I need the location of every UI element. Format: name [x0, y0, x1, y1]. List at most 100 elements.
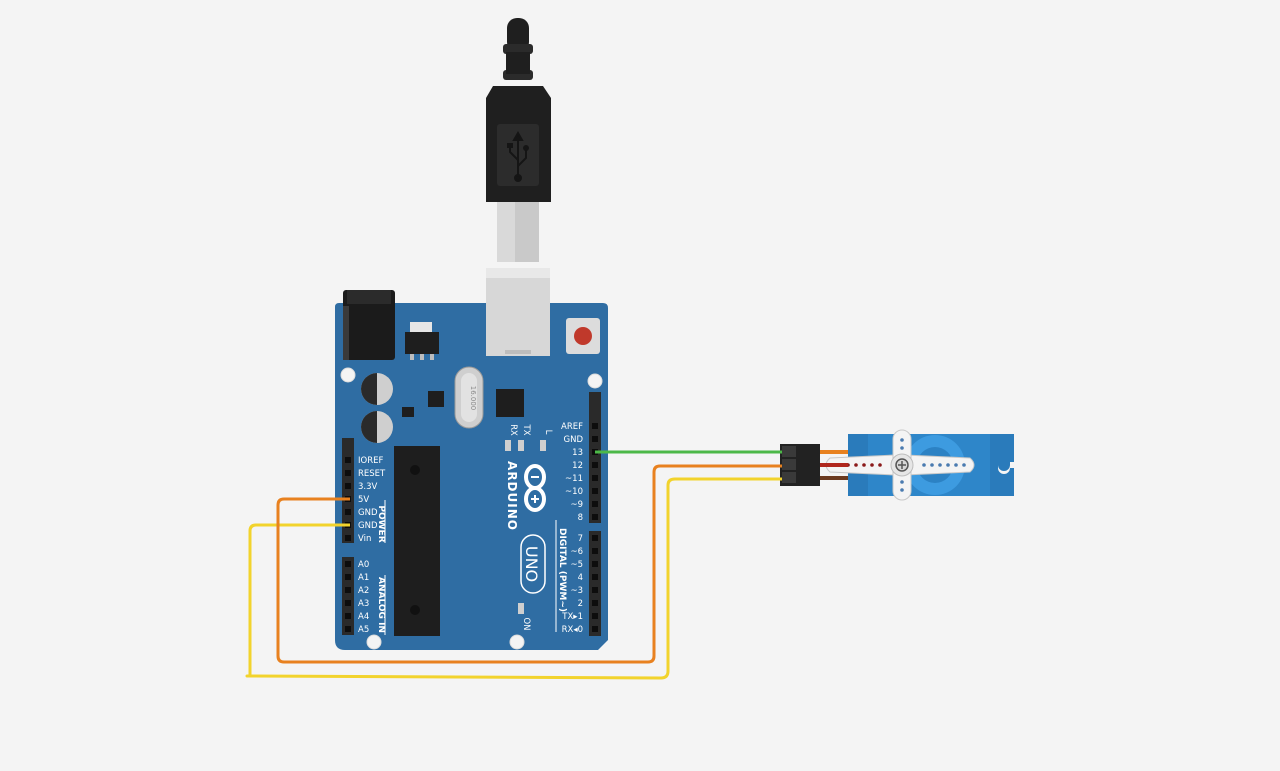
- board-model: UNO: [522, 546, 541, 582]
- horn-hole: [900, 488, 904, 492]
- mounting-hole: [587, 373, 603, 389]
- regulator-pin: [420, 354, 424, 360]
- digital-header-pin[interactable]: [592, 488, 598, 494]
- on-led: [518, 603, 524, 614]
- digital-header-pin-label: 2: [578, 599, 583, 609]
- power-header-pin-label: GND: [358, 521, 378, 531]
- small-chip: [428, 391, 444, 407]
- digital-header-pin[interactable]: [592, 548, 598, 554]
- usb-b-socket-top: [486, 268, 550, 278]
- tx-led-label: TX: [521, 423, 531, 435]
- power-header-pin[interactable]: [345, 470, 351, 476]
- reset-button-cap[interactable]: [574, 327, 592, 345]
- digital-header-pin[interactable]: [592, 613, 598, 619]
- usb-plug-metal-shade: [515, 202, 539, 262]
- board-brand: ARDUINO: [505, 461, 519, 531]
- regulator-pin: [410, 354, 414, 360]
- usb-b-socket: [486, 268, 550, 356]
- l-led: [540, 440, 546, 451]
- wire-power[interactable]: [276, 464, 782, 664]
- horn-hole: [900, 438, 904, 442]
- horn-hole: [878, 463, 882, 467]
- digital-header-pin-label: RX◂0: [562, 625, 583, 635]
- digital-header-pin-label: TX▸1: [561, 612, 583, 622]
- power-header-pin[interactable]: [345, 509, 351, 515]
- digital-header-pin[interactable]: [592, 561, 598, 567]
- power-header: [342, 438, 354, 543]
- servo-screw-icon: [895, 458, 909, 472]
- wire-ground[interactable]: [245, 477, 782, 680]
- digital-header-pin-label: 4: [578, 573, 583, 583]
- digital-header-pin-label: AREF: [561, 422, 583, 432]
- analog-header-title: ANALOG IN: [376, 577, 386, 633]
- arduino-uno-board[interactable]: 16.000 RX TX L ON ARDUINO UNO: [335, 268, 608, 650]
- dc-power-jack: [343, 290, 395, 360]
- on-led-label: ON: [521, 617, 531, 630]
- digital-header-pin[interactable]: [592, 423, 598, 429]
- digital-header-pin[interactable]: [592, 514, 598, 520]
- analog-header-pin[interactable]: [345, 587, 351, 593]
- digital-header-bottom: [589, 531, 601, 636]
- digital-header-pin[interactable]: [592, 600, 598, 606]
- power-header-pin-label: IOREF: [358, 456, 383, 466]
- usb-strain-relief: [507, 18, 529, 52]
- analog-header-pin[interactable]: [345, 600, 351, 606]
- voltage-regulator: [405, 332, 439, 354]
- atmega-chip: [394, 446, 440, 636]
- horn-hole: [870, 463, 874, 467]
- analog-header-pin[interactable]: [345, 626, 351, 632]
- small-transistor: [402, 407, 414, 417]
- analog-header: [342, 557, 354, 635]
- arduino-logo-icon: [524, 464, 546, 512]
- digital-header-pin[interactable]: [592, 574, 598, 580]
- digital-header-pin-label: ~5: [570, 560, 583, 570]
- digital-header-pin[interactable]: [592, 587, 598, 593]
- rx-led: [505, 440, 511, 451]
- power-header-pin[interactable]: [345, 535, 351, 541]
- usb-strain-ring: [503, 44, 533, 54]
- horn-hole: [900, 446, 904, 450]
- regulator-tab: [410, 322, 432, 332]
- mounting-hole: [340, 367, 356, 383]
- analog-header-pin[interactable]: [345, 574, 351, 580]
- digital-header-pin-label: ~9: [570, 500, 583, 510]
- l-led-label: L: [543, 430, 553, 435]
- mounting-hole: [509, 634, 525, 650]
- horn-hole: [938, 463, 942, 467]
- usb-cable[interactable]: [486, 18, 551, 262]
- capacitor: [361, 373, 393, 405]
- usb-symbol-icon: [507, 130, 529, 182]
- horn-hole: [954, 463, 958, 467]
- analog-header-pin-label: A2: [358, 586, 369, 596]
- digital-header-pin[interactable]: [592, 626, 598, 632]
- micro-servo[interactable]: [825, 429, 1016, 501]
- horn-hole: [946, 463, 950, 467]
- horn-hole: [854, 463, 858, 467]
- servo-mount-slot: [998, 462, 1016, 474]
- digital-header-pin[interactable]: [592, 436, 598, 442]
- digital-header-pin[interactable]: [592, 535, 598, 541]
- digital-header-pin-label: ~6: [570, 547, 583, 557]
- servo-connector[interactable]: [780, 444, 820, 486]
- digital-header-pin[interactable]: [592, 475, 598, 481]
- horn-hole: [930, 463, 934, 467]
- dc-power-jack-side: [343, 306, 349, 360]
- power-header-pin[interactable]: [345, 457, 351, 463]
- horn-hole: [862, 463, 866, 467]
- digital-header-pin-label: 13: [572, 448, 583, 458]
- digital-header-pin-label: ~3: [570, 586, 583, 596]
- usb-b-socket-lip: [505, 350, 531, 354]
- horn-hole: [922, 463, 926, 467]
- analog-header-pin-label: A3: [358, 599, 369, 609]
- analog-header-pin[interactable]: [345, 561, 351, 567]
- power-header-pin[interactable]: [345, 483, 351, 489]
- power-header-pin-label: Vin: [358, 534, 371, 544]
- analog-header-pin-label: A5: [358, 625, 369, 635]
- usb-strain-neck: [506, 52, 530, 74]
- digital-header-pin-label: 7: [578, 534, 583, 544]
- capacitor: [361, 411, 393, 443]
- digital-header-pin[interactable]: [592, 501, 598, 507]
- digital-header-pin[interactable]: [592, 462, 598, 468]
- analog-header-pin[interactable]: [345, 613, 351, 619]
